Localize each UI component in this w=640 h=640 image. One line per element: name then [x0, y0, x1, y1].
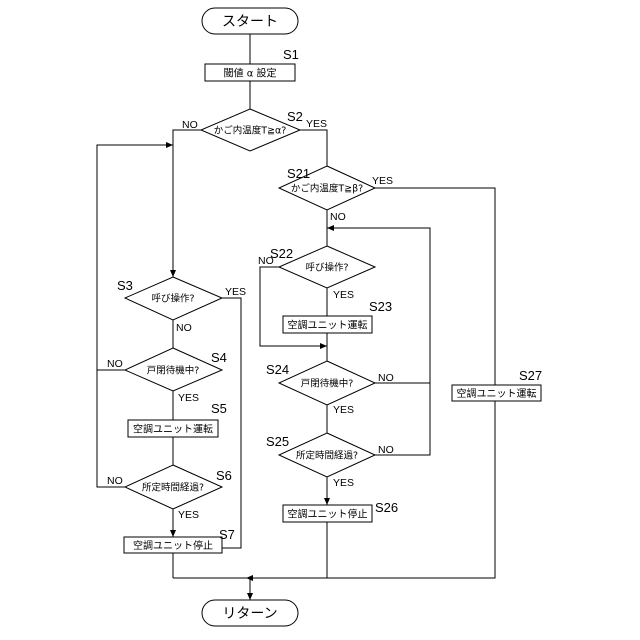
process-s26-label: 空調ユニット停止 [288, 508, 368, 521]
decision-s3-label: 呼び操作? [151, 293, 194, 305]
step-label-s3: S3 [117, 278, 133, 293]
s4-yes-label: YES [178, 392, 199, 404]
s21-yes-label: YES [372, 175, 393, 187]
s24-yes-label: YES [333, 404, 354, 416]
s25-yes-label: YES [333, 477, 354, 489]
s22-yes-label: YES [333, 289, 354, 301]
decision-s22-label: 呼び操作? [305, 262, 348, 274]
step-label-s25: S25 [266, 434, 289, 449]
decision-s4-label: 戸閉待機中? [147, 365, 200, 377]
decision-s3: 呼び操作? [125, 277, 222, 320]
return-label: リターン [222, 606, 277, 622]
s2-no-label: NO [182, 119, 198, 131]
s22-no-label: NO [258, 255, 274, 267]
process-s1-label: 閾値 α 設定 [224, 67, 277, 80]
decision-s2: かご内温度T≧α? [201, 109, 300, 151]
step-label-s26: S26 [375, 500, 398, 515]
decision-s4: 戸閉待機中? [125, 348, 222, 391]
decision-s6: 所定時間経過? [125, 465, 222, 509]
arrow-down-s3 [170, 270, 176, 277]
step-label-s21: S21 [287, 166, 310, 181]
process-s7: 空調ユニット停止 [124, 537, 222, 553]
process-s27: 空調ユニット運転 [452, 385, 541, 401]
arrow-down-return [247, 593, 253, 600]
decision-s24-label: 戸閉待機中? [301, 378, 354, 390]
decision-s21-label: かご内温度T≧β? [291, 183, 363, 195]
return-terminal: リターン [202, 600, 298, 626]
process-s23: 空調ユニット運転 [283, 316, 372, 333]
step-label-s1: S1 [283, 47, 299, 62]
step-label-s24: S24 [266, 362, 289, 377]
process-s1: 閾値 α 設定 [205, 64, 295, 81]
decision-s6-label: 所定時間経過? [142, 482, 204, 494]
process-s7-label: 空調ユニット停止 [133, 539, 213, 552]
arrow-down-s26 [324, 498, 330, 505]
step-label-s5: S5 [211, 401, 227, 416]
step-label-s4: S4 [211, 350, 227, 365]
process-s23-label: 空調ユニット運転 [288, 319, 368, 332]
s24-no-label: NO [378, 372, 394, 384]
arrow-left-loop [166, 142, 173, 148]
start-terminal: スタート [202, 8, 298, 34]
s25-no-label: NO [378, 444, 394, 456]
decision-s22: 呼び操作? [279, 246, 375, 288]
s2-yes-label: YES [306, 118, 327, 130]
step-label-s7: S7 [219, 527, 235, 542]
process-s26: 空調ユニット停止 [283, 505, 372, 522]
step-label-s23: S23 [369, 299, 392, 314]
s4-no-label: NO [107, 358, 123, 370]
step-label-s6: S6 [216, 468, 232, 483]
arrow-loop-s22 [327, 225, 334, 231]
decision-s25: 所定時間経過? [279, 433, 375, 477]
s6-yes-label: YES [178, 509, 199, 521]
process-s5: 空調ユニット運転 [128, 420, 218, 437]
decision-s24: 戸閉待機中? [279, 361, 375, 405]
start-label: スタート [222, 14, 278, 30]
arrow-bypass-s24 [320, 343, 327, 349]
s21-no-label: NO [330, 211, 346, 223]
process-s5-label: 空調ユニット運転 [133, 423, 213, 436]
s6-no-label: NO [107, 475, 123, 487]
decision-s2-label: かご内温度T≧α? [214, 125, 287, 137]
arrow-down-s7 [170, 530, 176, 537]
s3-yes-label: YES [225, 286, 246, 298]
step-label-s27: S27 [519, 368, 542, 383]
step-label-s2: S2 [287, 109, 303, 124]
process-s27-label: 空調ユニット運転 [457, 387, 537, 400]
s3-no-label: NO [176, 322, 192, 334]
decision-s25-label: 所定時間経過? [296, 450, 358, 462]
